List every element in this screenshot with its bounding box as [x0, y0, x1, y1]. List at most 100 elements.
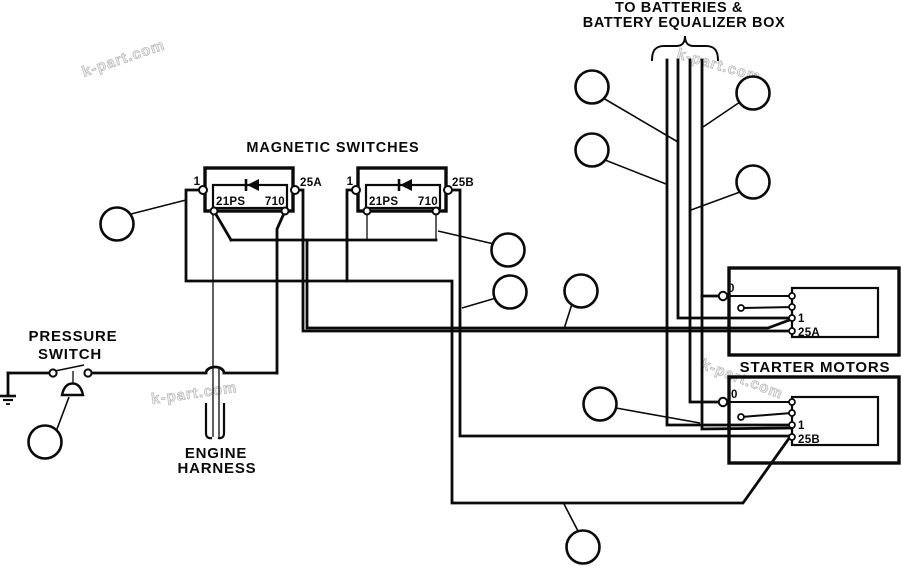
diode-icon [244, 179, 259, 191]
wire-terminal1-bus [184, 188, 792, 505]
ms1-terminal-25a-label: 25A [300, 177, 322, 189]
sleeve-right [217, 403, 226, 440]
callout-pointer [615, 407, 701, 424]
sm1-terminal-25a-label: 25A [798, 327, 820, 339]
sm2-post [788, 421, 796, 429]
header-line2: BATTERY EQUALIZER BOX [583, 15, 785, 31]
magnetic-switch-1: 1 25A 21PS 710 [194, 166, 322, 216]
sm2-terminal-25b-label: 25B [798, 434, 820, 446]
pressure-switch [0, 364, 279, 405]
sm2-outer-box [727, 375, 901, 465]
wire-battery-3 [688, 58, 725, 404]
engine-harness-label-line1: ENGINE [185, 445, 247, 462]
sm2-stub-terminal [737, 413, 745, 421]
sm1-inner-box [790, 286, 880, 339]
callout-circle [490, 232, 526, 268]
diode-icon [397, 179, 412, 191]
starter-motor-1: 0 1 25A [717, 266, 901, 357]
ms2-coil-right-label: 710 [418, 196, 438, 208]
callout-pointer [602, 97, 679, 143]
callouts [27, 69, 771, 565]
wire-battery-4-branch [700, 294, 794, 431]
callout-circle [565, 529, 601, 565]
wire-bus-to-sm1 [305, 238, 794, 330]
callout-circle [563, 273, 599, 309]
callout-circle [27, 424, 63, 460]
engine-harness-label-line2: HARNESS [178, 460, 257, 477]
engine-harness-sleeve [204, 403, 226, 440]
contact-terminal [83, 368, 93, 378]
sm2-terminal-0-label: 0 [731, 389, 738, 401]
sm2-terminal-1-label: 1 [798, 420, 805, 432]
brace-icon [650, 35, 720, 62]
callout-circle [735, 164, 771, 200]
sm2-post [788, 398, 796, 406]
wire-25b [446, 188, 794, 438]
ms1-terminal-25a [290, 185, 300, 195]
callout-circle [99, 206, 135, 242]
wire-battery-2 [676, 58, 794, 320]
sm2-post [788, 433, 796, 441]
contact-terminal [48, 368, 58, 378]
magnetic-switch-2: 1 25B 21PS 710 [347, 166, 474, 216]
callout-pointer [563, 503, 579, 532]
sm2-post [788, 409, 796, 417]
ms2-terminal-bottom-left [362, 206, 372, 216]
ms2-terminal-25b [443, 185, 453, 195]
sm1-terminal-0-label: 0 [728, 283, 735, 295]
callout-circle [492, 274, 528, 310]
callout-pointer [690, 191, 741, 211]
callout-pointer [130, 199, 187, 215]
wiring [184, 188, 794, 505]
wire-pressure-line [6, 365, 279, 375]
wire-ms1-blade-right [275, 209, 287, 375]
diaphragm-icon [60, 382, 85, 397]
ms1-terminal-bottom-right [280, 206, 290, 216]
header-line1: TO BATTERIES & [615, 0, 743, 16]
callout-pointer [604, 159, 667, 185]
sm1-terminal-0 [717, 290, 729, 302]
wire-battery-4 [700, 58, 725, 298]
sm1-terminal-1-label: 1 [798, 313, 805, 325]
sm1-outer-box [727, 266, 901, 357]
ms1-coil-right-label: 710 [265, 196, 285, 208]
ms2-terminal-1 [351, 185, 361, 195]
wire-ms2-terminal1-drop [345, 188, 358, 283]
callout-circle [574, 132, 610, 168]
callout-pointer [563, 303, 573, 330]
callout-circle [582, 386, 618, 422]
sm1-stub-wire [739, 305, 794, 310]
ms2-terminal-bottom-right [431, 206, 441, 216]
starter-motor-2: 0 1 25B [717, 375, 901, 465]
callout-pointer [56, 396, 70, 430]
ms2-terminal-25b-label: 25B [452, 177, 474, 189]
sleeve-left [204, 403, 213, 440]
sm1-post [788, 327, 796, 335]
sm1-stub-terminal [737, 304, 745, 312]
battery-feed [650, 35, 794, 431]
ms2-terminal-1-label: 1 [347, 176, 354, 188]
ms1-terminal-1 [198, 185, 208, 195]
wire-battery-1 [665, 58, 794, 427]
starter-motors-title: STARTER MOTORS [740, 359, 891, 376]
pressure-switch-label-line2: SWITCH [38, 346, 102, 363]
sm1-post [788, 292, 796, 300]
ms1-terminal-bottom-left [209, 206, 219, 216]
sm1-post [788, 314, 796, 322]
ms2-coil-left-label: 21PS [369, 196, 398, 208]
ms1-coil-left-label: 21PS [216, 196, 245, 208]
watermark: k-part.com [80, 36, 167, 80]
callout-pointer [461, 297, 497, 309]
callout-circle [574, 69, 610, 105]
callout-pointer [437, 230, 495, 245]
sm2-inner-box [790, 395, 880, 447]
callout-pointer [702, 101, 741, 128]
sm2-stub-wire [739, 411, 794, 419]
ms1-terminal-1-label: 1 [194, 176, 201, 188]
sm2-terminal-0 [717, 396, 729, 408]
pressure-switch-label-line1: PRESSURE [29, 328, 118, 345]
sm1-post [788, 303, 796, 311]
wire-ms1-blade-left [212, 209, 233, 242]
